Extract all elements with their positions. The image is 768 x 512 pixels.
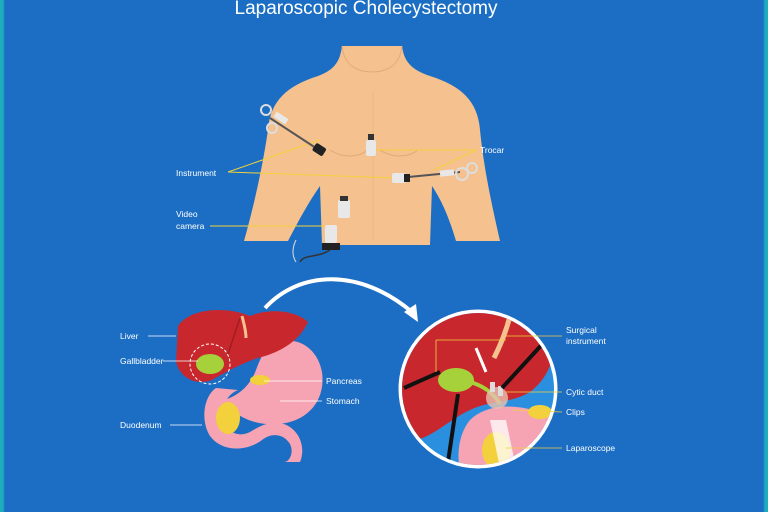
label-cytic-duct: Cytic duct [566, 387, 604, 397]
label-clips: Clips [566, 407, 585, 417]
label-surgical-instrument-line2: instrument [566, 336, 606, 346]
duodenum [204, 388, 303, 462]
label-trocar: Trocar [480, 145, 504, 155]
zoom-gallbladder [438, 368, 474, 392]
label-stomach: Stomach [326, 396, 360, 406]
zoom-arrow [263, 277, 414, 314]
trocar-upper [366, 134, 376, 156]
label-video-camera-line2: camera [176, 221, 205, 231]
right-grasper-instrument [392, 162, 478, 183]
label-gallbladder: Gallbladder [120, 356, 164, 366]
label-laparoscope: Laparoscope [566, 443, 615, 453]
zoom-circle-view [398, 309, 558, 469]
gallbladder [196, 354, 224, 374]
gallbladder-highlight [189, 343, 231, 385]
label-pancreas: Pancreas [326, 376, 362, 386]
zoom-leader-lines [435, 335, 563, 449]
organs-leader-lines [148, 335, 322, 426]
label-duodenum: Duodenum [120, 420, 162, 430]
organs-illustration [176, 310, 323, 462]
label-surgical-instrument-line1: Surgical [566, 325, 597, 335]
video-camera-instrument [292, 196, 350, 263]
zoom-arrow-head [404, 304, 418, 322]
label-video-camera-line1: Video [176, 209, 198, 219]
left-grasper-instrument [260, 104, 326, 156]
label-liver: Liver [120, 331, 139, 341]
label-instrument: Instrument [176, 168, 217, 178]
diagram-title: Laparoscopic Cholecystectomy [235, 0, 498, 19]
pancreas [216, 402, 240, 434]
torso-leader-lines [210, 139, 477, 227]
stomach [224, 340, 323, 425]
zoom-liver [402, 313, 553, 440]
